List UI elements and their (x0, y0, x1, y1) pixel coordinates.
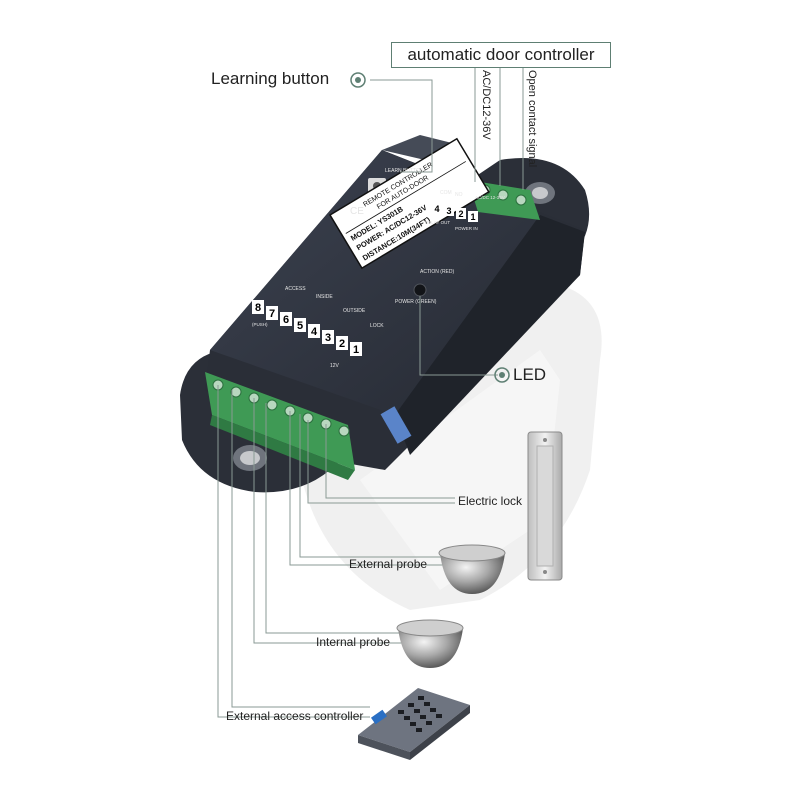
push-label: (PUSH) (252, 322, 268, 327)
internal-probe-icon (396, 619, 464, 668)
ce-mark: CE (350, 206, 364, 217)
top-acdc-label: AC/DC 12-36V (475, 195, 505, 200)
lock-label: LOCK (370, 323, 384, 329)
external-probe-icon (438, 544, 506, 594)
bottom-terminal-1: 1 (353, 344, 359, 356)
learning-button-label: Learning button (211, 69, 330, 88)
external-access-label: External access controller (226, 709, 364, 723)
bottom-terminal-2: 2 (339, 338, 345, 350)
top-terminal-3: 3 (446, 206, 451, 216)
housing-front-face (395, 215, 585, 455)
top-com-label: COM (440, 190, 452, 196)
led-indicator (413, 283, 427, 297)
access-label: ACCESS (285, 286, 306, 292)
learning-button-marker (350, 72, 366, 88)
side-sticker (380, 406, 412, 444)
bottom-terminal-7: 7 (269, 308, 275, 320)
top-terminal-1: 1 (470, 212, 475, 222)
internal-probe-label: Internal probe (316, 635, 391, 649)
signal-terminal-block (205, 372, 355, 480)
led-label: LED (513, 365, 547, 384)
bottom-terminal-numbers: 8 7 6 5 4 3 2 1 (252, 300, 362, 356)
power-input-label: AC/DC12-36V (480, 70, 492, 140)
led-marker (494, 367, 510, 383)
power-led-label: POWER (GREEN) (395, 299, 437, 305)
bottom-terminal-4: 4 (311, 326, 318, 338)
leader-lines (217, 68, 524, 718)
bottom-terminal-5: 5 (297, 320, 303, 332)
inside-label: INSIDE (316, 294, 333, 300)
electric-lock-icon (527, 431, 563, 581)
top-terminal-2: 2 (458, 209, 463, 219)
diagram-title: automatic door controller (391, 42, 611, 68)
device-shadow-inner (360, 350, 560, 590)
power-in-label: POWER IN (455, 226, 478, 231)
electric-lock-label: Electric lock (458, 494, 523, 508)
open-contact-label: Open contact signal (526, 70, 538, 168)
top-no-label: NO (455, 192, 463, 198)
twelve-v-label: 12V (330, 363, 340, 369)
access-keypad-icon (358, 688, 470, 760)
top-terminal-numbers: 4 3 2 1 (432, 203, 478, 222)
product-label: REMOTE CONTROLLER FOR AUTO-DOOR MODEL: Y… (328, 137, 490, 270)
outside-label: OUTSIDE (343, 308, 366, 314)
bottom-terminal-3: 3 (325, 332, 331, 344)
bottom-terminal-6: 6 (283, 314, 289, 326)
relay-out-label: RELAY OUT (425, 220, 450, 225)
action-led-label: ACTION (RED) (420, 269, 455, 275)
bottom-terminal-8: 8 (255, 302, 261, 314)
top-terminal-4: 4 (434, 204, 439, 214)
external-probe-label: External probe (349, 557, 428, 571)
learn-button-label: LEARN BUTTON (385, 168, 424, 174)
